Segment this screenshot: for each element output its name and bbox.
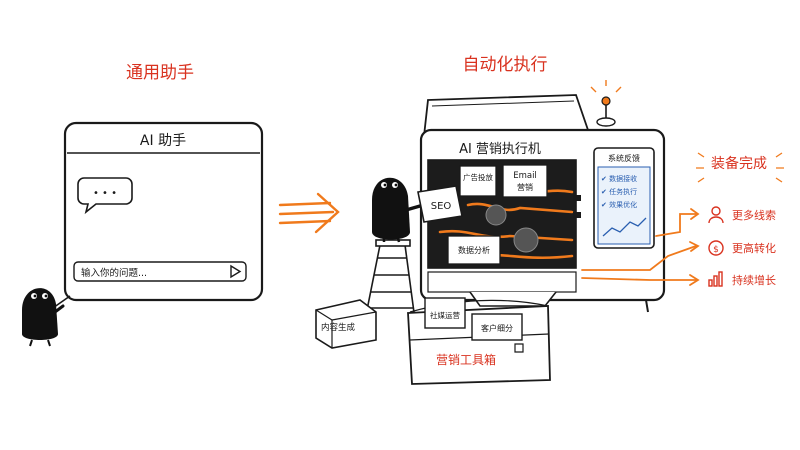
play-triangle-icon[interactable]	[230, 264, 242, 279]
inner-box-email-label-2: 营销	[517, 182, 533, 192]
outputs-title: 装备完成	[711, 155, 767, 172]
output-item-growth: 持续增长	[708, 271, 776, 287]
chat-window-title: AI 助手	[140, 133, 186, 149]
toolbox-label: 营销工具箱	[436, 352, 496, 367]
output-item-conversion: $ 更高转化	[708, 240, 776, 256]
typing-bubble: • • •	[77, 177, 133, 215]
system-feedback-panel: 系统反馈 ✔ 数据接收 ✔ 任务执行 ✔ 效果优化	[593, 147, 655, 249]
inner-box-ads: 广告投放	[459, 165, 497, 197]
inner-box-ads-label: 广告投放	[463, 172, 493, 182]
person-icon	[708, 206, 724, 224]
output-item-label: 持续增长	[732, 273, 776, 287]
inner-box-email-label-1: Email	[513, 171, 537, 181]
output-item-leads: 更多线索	[708, 206, 776, 224]
inner-box-data: 数据分析	[447, 235, 501, 265]
feedback-item: ✔ 数据接收	[601, 174, 637, 183]
content-generation-label: 内容生成	[321, 322, 356, 333]
inner-box-data-label: 数据分析	[458, 245, 490, 255]
social-media-box: 社媒运营	[424, 297, 466, 329]
chat-input-field[interactable]: 输入你的问题...	[73, 261, 247, 282]
left-heading: 通用助手	[126, 63, 194, 83]
inner-box-email: Email 营销	[502, 164, 548, 198]
blob-character-right	[372, 177, 422, 243]
marketing-toolbox: 营销工具箱 社媒运营 客户细分	[407, 297, 551, 385]
bar-chart-icon	[708, 271, 723, 287]
trend-line-icon	[602, 217, 647, 237]
transition-arrow	[278, 192, 340, 234]
social-media-label: 社媒运营	[430, 310, 460, 320]
typing-dots: • • •	[93, 188, 117, 199]
seo-box-label: SEO	[431, 201, 452, 212]
output-item-label: 更多线索	[732, 208, 776, 222]
feedback-item: ✔ 任务执行	[601, 187, 637, 196]
customer-segmentation-box: 客户细分	[471, 313, 523, 341]
output-arrows	[581, 208, 700, 286]
feedback-title: 系统反馈	[608, 153, 640, 163]
marketing-machine: AI 营销执行机 广告投放 Email 营销 数据分析	[419, 80, 666, 313]
dollar-icon: $	[708, 240, 724, 256]
customer-segmentation-label: 客户细分	[481, 323, 513, 333]
output-item-label: 更高转化	[732, 241, 776, 255]
svg-text:$: $	[713, 245, 719, 255]
outputs-accent	[696, 152, 784, 183]
right-heading: 自动化执行	[463, 55, 548, 75]
chat-input-placeholder: 输入你的问题...	[81, 267, 147, 279]
content-generation-box: 内容生成	[315, 299, 377, 349]
feedback-item: ✔ 效果优化	[601, 200, 637, 209]
seo-box: SEO	[417, 185, 463, 223]
blob-character-left	[22, 288, 65, 347]
machine-title: AI 营销执行机	[459, 142, 541, 157]
chat-window: AI 助手 • • • 输入你的问题...	[49, 121, 264, 311]
ladder	[364, 239, 416, 321]
